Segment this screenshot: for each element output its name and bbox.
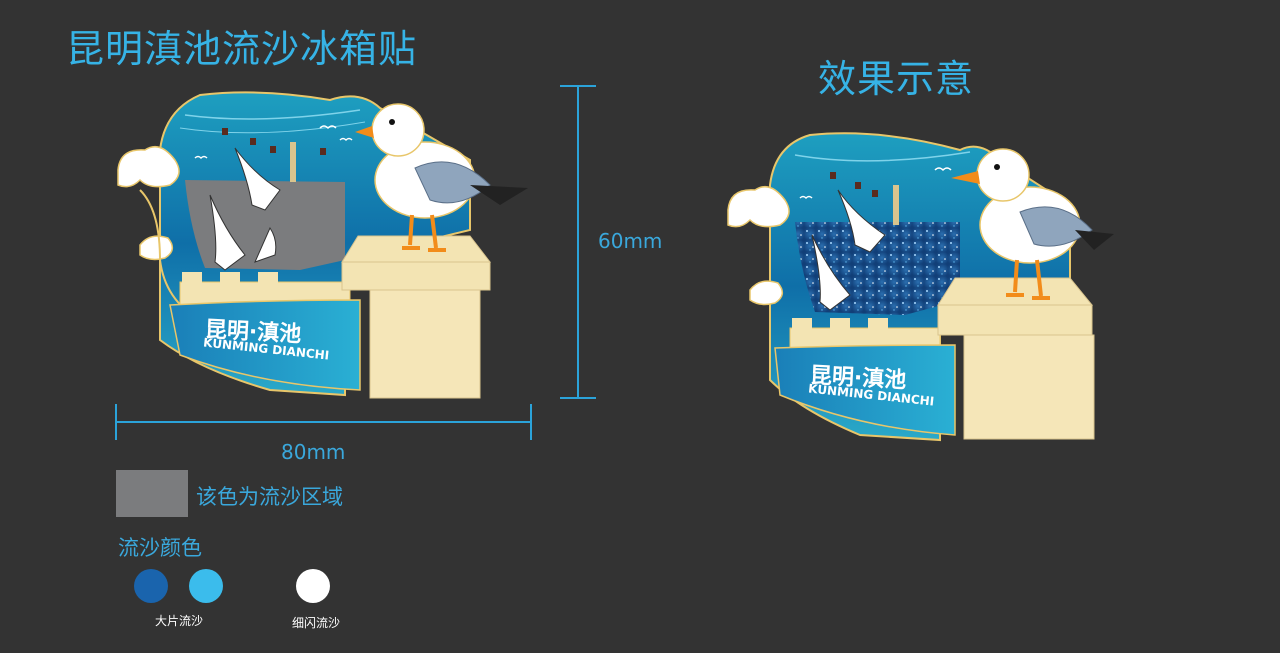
sand-area-swatch: [116, 470, 188, 517]
width-label: 80mm: [281, 440, 346, 464]
effect-preview: [727, 132, 1114, 442]
magnet-design: [117, 91, 528, 399]
fine-glitter-label: 细闪流沙: [292, 616, 341, 630]
width-dimension: [115, 404, 532, 440]
sand-area-legend: 该色为流沙区域: [196, 485, 343, 509]
height-label: 60mm: [598, 229, 663, 253]
effect-title: 效果示意: [818, 57, 975, 101]
large-sand-label: 大片流沙: [155, 614, 204, 628]
sand-color-white: [296, 569, 330, 603]
sand-colors-title: 流沙颜色: [118, 536, 202, 560]
height-dimension: [560, 85, 596, 399]
sand-color-light-blue: [189, 569, 223, 603]
sand-color-dark-blue: [134, 569, 168, 603]
page-title: 昆明滇池流沙冰箱贴: [66, 27, 418, 71]
